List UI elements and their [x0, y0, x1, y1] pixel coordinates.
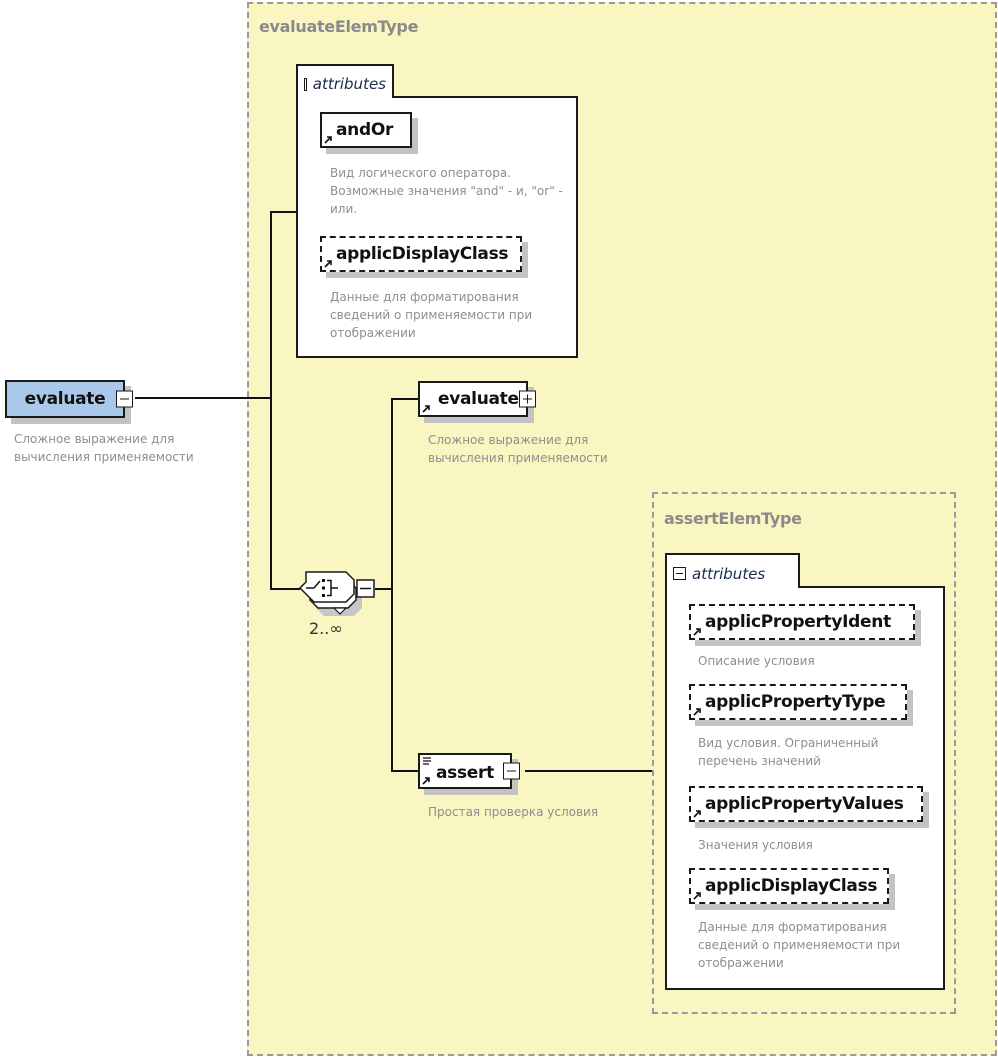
connector-line: [375, 588, 393, 590]
reference-arrow-icon: [324, 260, 332, 268]
attribute-description: Данные для форматирования сведений о при…: [330, 290, 533, 340]
reference-arrow-icon: [422, 777, 430, 785]
attribute-name: applicPropertyIdent: [705, 612, 891, 632]
connector-line: [391, 398, 393, 770]
attribute-applicpropertyvalues[interactable]: applicPropertyValues: [689, 786, 923, 822]
connector-line: [391, 770, 419, 772]
choice-icon: [306, 579, 338, 597]
assert-elem-type-title: assertElemType: [664, 509, 802, 528]
cardinality-label: 2..∞: [309, 619, 343, 638]
attribute-description: Вид условия. Ограниченный перечень значе…: [698, 736, 879, 768]
attribute-name: applicDisplayClass: [705, 876, 878, 896]
connector-line: [270, 211, 297, 213]
reference-arrow-icon: [693, 708, 701, 716]
attribute-applicdisplayclass[interactable]: applicDisplayClass: [689, 868, 889, 904]
attribute-description: Значения условия: [698, 838, 813, 852]
evaluate-elem-type-title: evaluateElemType: [259, 17, 419, 36]
collapse-icon[interactable]: [673, 567, 686, 580]
reference-arrow-icon: [693, 810, 701, 818]
child-element-assert[interactable]: assert: [418, 753, 520, 789]
attribute-andor[interactable]: andOr: [320, 112, 412, 148]
choice-compositor[interactable]: [296, 568, 378, 618]
element-description: Сложное выражение для вычисления применя…: [428, 433, 608, 465]
collapse-icon[interactable]: [304, 77, 307, 91]
reference-arrow-icon: [693, 892, 701, 900]
evaluate-attributes-tab[interactable]: attributes: [296, 64, 394, 98]
collapse-icon[interactable]: [116, 390, 133, 408]
element-name: evaluate: [24, 389, 106, 409]
sequence-lines-icon: [423, 757, 431, 765]
attribute-name: andOr: [336, 120, 394, 140]
element-description: Простая проверка условия: [428, 805, 599, 819]
reference-arrow-icon: [422, 405, 430, 413]
connector-line: [270, 211, 272, 589]
attribute-description: Описание условия: [698, 654, 815, 668]
cardinality-marker-icon: [332, 607, 348, 615]
expand-icon[interactable]: [519, 390, 536, 408]
compositor-front: [298, 571, 355, 603]
root-element-evaluate[interactable]: evaluate: [5, 380, 133, 418]
element-description: Сложное выражение для вычисления применя…: [14, 432, 194, 464]
reference-arrow-icon: [693, 628, 701, 636]
attribute-applicpropertyident[interactable]: applicPropertyIdent: [689, 604, 915, 640]
attribute-description: Данные для форматирования сведений о при…: [698, 920, 901, 970]
attributes-tab-joint: [667, 584, 798, 588]
collapse-icon[interactable]: [503, 762, 520, 780]
connector-line: [525, 770, 665, 772]
child-element-evaluate[interactable]: evaluate: [418, 381, 536, 417]
reference-arrow-icon: [324, 136, 332, 144]
assert-attributes-tab[interactable]: attributes: [665, 553, 800, 588]
attributes-label: attributes: [312, 75, 386, 93]
element-name: evaluate: [438, 389, 519, 409]
element-name: assert: [436, 763, 494, 783]
connector-line: [270, 588, 300, 590]
attribute-name: applicPropertyType: [705, 692, 886, 712]
connector-line: [135, 397, 271, 399]
connector-line: [391, 398, 419, 400]
attribute-applicdisplayclass[interactable]: applicDisplayClass: [320, 236, 522, 272]
attributes-label: attributes: [692, 564, 766, 583]
attributes-tab-joint: [298, 94, 392, 98]
attribute-name: applicPropertyValues: [705, 794, 904, 814]
attribute-name: applicDisplayClass: [336, 244, 509, 264]
attribute-applicpropertytype[interactable]: applicPropertyType: [689, 684, 907, 720]
attribute-description: Вид логического оператора. Возможные зна…: [330, 166, 563, 216]
